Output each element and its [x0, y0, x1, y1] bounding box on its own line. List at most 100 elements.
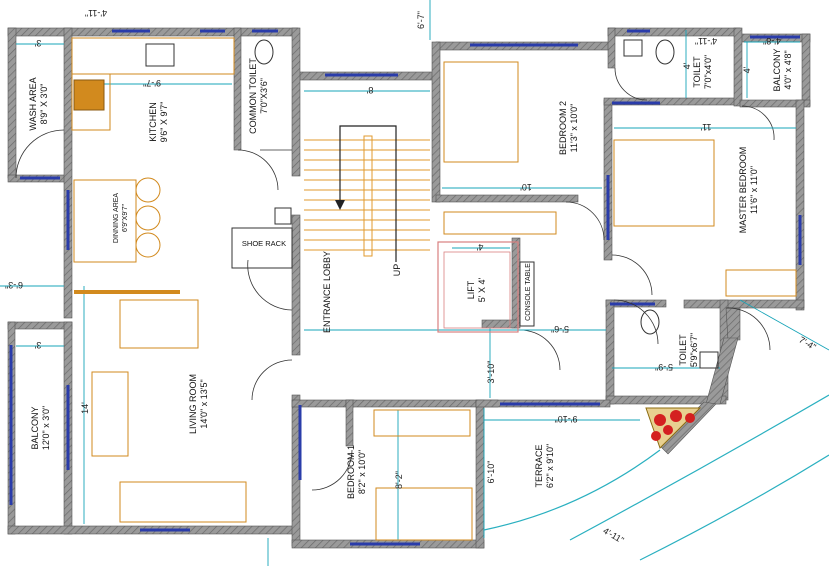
wall-bed2-left [431, 41, 441, 203]
outer-arc [569, 394, 829, 541]
toilet-right-size: 5'9"x6'7" [689, 333, 699, 367]
master-size: 11'6" x 11'0" [749, 166, 759, 214]
wall-kitchen-toilet [233, 27, 242, 151]
bedroom2-name: BEDROOM 2 [558, 101, 568, 155]
bedroom1-size: 8'2" x 10'0" [357, 450, 367, 494]
console-table-label: CONSOLE TABLE [525, 263, 532, 321]
door-swings [15, 67, 775, 491]
bed1-bed [375, 487, 473, 541]
wall-bed2-bottom [435, 194, 579, 203]
lift-name: LIFT [466, 280, 476, 299]
shoe-rack-label: SHOE RACK [242, 239, 286, 248]
kitchen-counter-left [71, 73, 111, 131]
dim-toilet-59: 5'-9" [655, 362, 673, 372]
bed1-wardrobe [373, 409, 471, 437]
room-labels: WASH AREA 8'9" X 3'0" KITCHEN 9'6" X 9'7… [28, 48, 793, 499]
furniture [71, 37, 797, 541]
wall-shoe-rack [291, 214, 301, 356]
inner-arc [483, 449, 661, 531]
dim-right-74: 7'-4" [797, 335, 818, 353]
wall-left-wash [7, 27, 17, 179]
dim-left-63: 6'-3" [5, 280, 23, 290]
stairs-up-label: UP [392, 264, 402, 277]
dim-lift-310: 3'-10" [486, 361, 496, 384]
door-living-lower [251, 359, 293, 401]
dim-top-mid: 6'-7" [416, 11, 426, 29]
living-size: 14'0" x 13'5" [199, 379, 209, 428]
wall-master-top [739, 99, 811, 108]
sofa-left [91, 371, 129, 457]
wall-balcony-right [801, 33, 811, 107]
bed2-bed [443, 61, 519, 163]
common-toilet-name: COMMON TOILET [248, 58, 258, 134]
lift-car [443, 251, 511, 329]
balcony-left-size: 12'0" x 3'0" [41, 406, 51, 450]
dimension-lines [0, 0, 800, 566]
lift-size: 5' X 4' [477, 277, 487, 302]
dim-bed1-82: 8'-2" [394, 471, 404, 489]
door-master [611, 254, 653, 296]
toilet-top-name: TOILET [692, 56, 702, 88]
bedroom2-size: 11'3" x 10'0" [569, 104, 579, 153]
sofa-bottom [119, 481, 247, 523]
door-kitchen [237, 149, 279, 191]
wash-area-size: 8'9" X 3'0" [39, 84, 49, 125]
terrace-name: TERRACE [534, 444, 544, 487]
sofa-top [119, 299, 199, 349]
shoe-rack [231, 227, 293, 269]
door-wash [15, 129, 65, 179]
dim-bottom-411: 4'-11" [601, 526, 625, 546]
door-toilet-right [613, 299, 659, 345]
dim-lift-4: 4' [476, 242, 483, 252]
balcony-top-name: BALCONY [772, 48, 782, 91]
wall-diag-right-2 [705, 337, 739, 405]
stair-stringer [363, 135, 373, 257]
dining-name: DINNING AREA [113, 193, 120, 244]
stair-arrow-head [335, 200, 345, 210]
kitchen-name: KITCHEN [148, 102, 158, 142]
living-name: LIVING ROOM [188, 374, 198, 434]
stair-arrow [339, 125, 397, 262]
dining-size: 6'9"X9'7" [122, 204, 129, 232]
wall-lift-bottom [481, 319, 519, 329]
toilet-top-size: 7'0"x4'0" [703, 55, 713, 89]
terrace-size: 6'2" x 9'10" [545, 444, 555, 488]
wall-diag-right-1 [725, 307, 741, 341]
wash-area-name: WASH AREA [28, 77, 38, 130]
bed2-wardrobe [443, 211, 557, 235]
dim-terrace-610: 6'-10" [486, 461, 496, 484]
walls [7, 27, 811, 549]
master-wardrobe [725, 269, 797, 297]
dim-balcony-3: 3' [34, 340, 41, 350]
wall-lift-right [511, 237, 521, 329]
door-bed2 [565, 201, 605, 241]
wall-toilet-right [291, 27, 301, 177]
balcony-left-name: BALCONY [30, 406, 40, 449]
entrance-lobby-name: ENTRANCE LOBBY [322, 251, 332, 333]
wall-toilet-balcony [733, 27, 743, 107]
wall-left-balcony-top [7, 321, 73, 330]
wall-bed1-right [475, 399, 485, 549]
common-toilet-size: 7'0"X3'6" [259, 78, 269, 114]
dim-top-left: 4'-11" [85, 8, 107, 18]
terrace-planter [645, 407, 702, 449]
kitchen-counter-top [71, 37, 235, 75]
arc-dim [639, 454, 829, 561]
kitchen-size: 9'6" X 9'7" [159, 102, 169, 143]
dim-master-11: 11' [700, 122, 711, 132]
lift [437, 241, 519, 333]
door-terrace [519, 329, 561, 371]
door-toilet-top [614, 67, 648, 101]
dim-bed2-10: 10' [520, 182, 532, 192]
wall-bed1-left [345, 399, 354, 447]
wall-master-right [795, 99, 805, 311]
wall-bed1-top-right [345, 399, 499, 408]
dim-lobby-56: 5'-6" [551, 324, 569, 334]
dim-top-right: 4'-11" [695, 36, 717, 46]
bedroom1-name: BEDROOM 1 [346, 445, 356, 499]
dim-toilet-4: 4' [682, 62, 692, 69]
door-bed1 [311, 449, 353, 491]
door-master-right [725, 307, 771, 351]
terrace-arcs [483, 299, 829, 561]
staircase [304, 125, 430, 262]
